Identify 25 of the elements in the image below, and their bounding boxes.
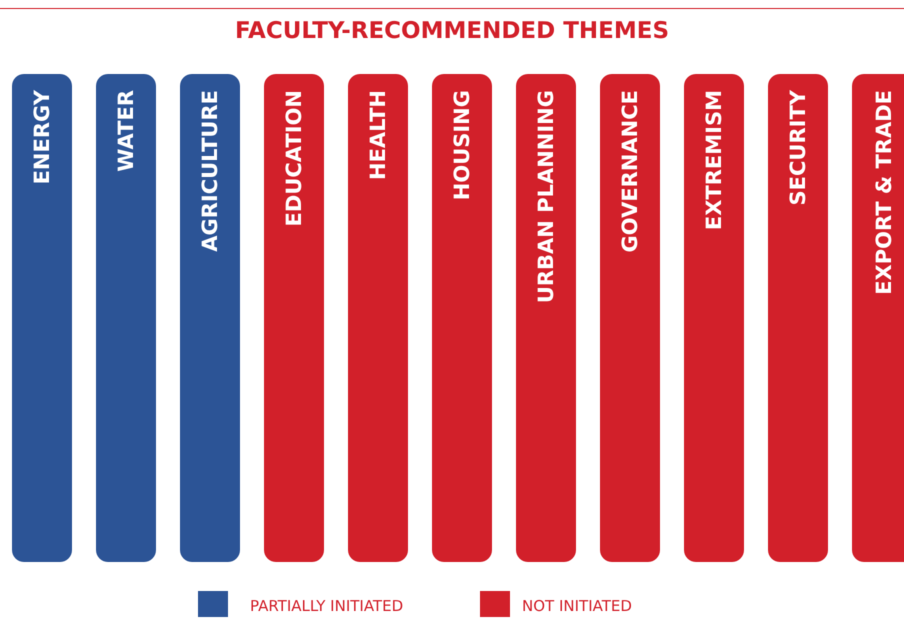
theme-bar	[264, 74, 324, 562]
theme-bar	[96, 74, 156, 562]
theme-label: URBAN PLANNING	[533, 90, 559, 304]
theme-bar	[684, 74, 744, 562]
title: FACULTY-RECOMMENDED THEMES	[234, 18, 670, 44]
theme-label: SECURITY	[785, 90, 811, 206]
theme-label: EXPORT & TRADE	[871, 90, 897, 295]
theme-label: AGRICULTURE	[197, 90, 223, 252]
theme-label: HOUSING	[449, 90, 475, 200]
theme-bar	[516, 74, 576, 562]
theme-label: EDUCATION	[281, 90, 307, 226]
theme-bar	[180, 74, 240, 562]
theme-label: EXTREMISM	[701, 90, 727, 230]
legend-label: PARTIALLY INITIATED	[250, 597, 404, 615]
theme-bar	[348, 74, 408, 562]
legend-label: NOT INITIATED	[522, 597, 632, 615]
theme-bar	[12, 74, 72, 562]
theme-label: ENERGY	[29, 90, 55, 184]
theme-bar	[432, 74, 492, 562]
theme-label: WATER	[113, 90, 139, 172]
theme-bar	[852, 74, 904, 562]
theme-label: HEALTH	[365, 90, 391, 180]
theme-bar	[768, 74, 828, 562]
theme-bar	[600, 74, 660, 562]
theme-label: GOVERNANCE	[617, 90, 643, 252]
